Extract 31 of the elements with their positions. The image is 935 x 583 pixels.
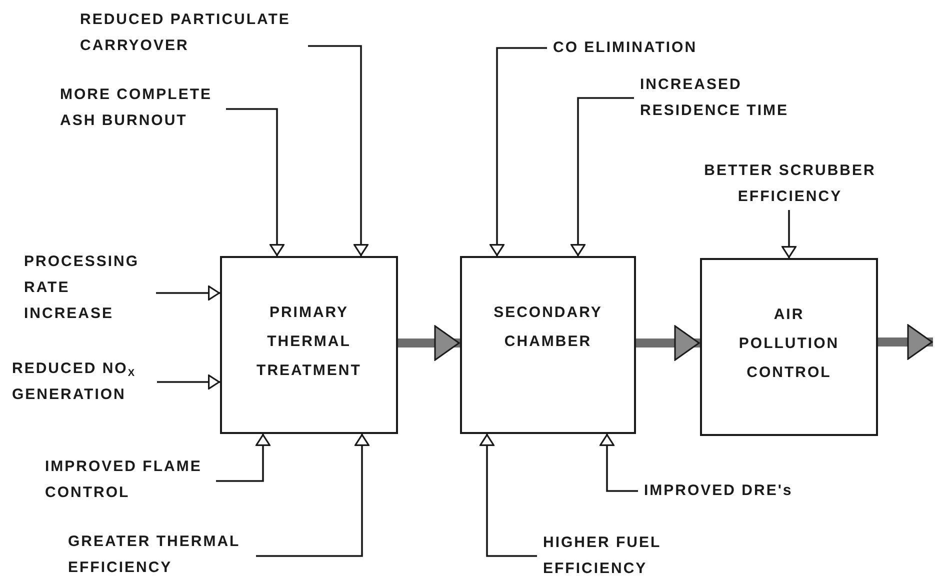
arrow: [480, 434, 537, 557]
arrow: [308, 45, 368, 256]
arrow: [490, 47, 547, 256]
annotation-text: BETTER SCRUBBER EFFICIENCY: [700, 158, 880, 210]
annotation-text: REDUCED NO$_{X}$ GENERATION: [12, 356, 147, 408]
process-label: SECONDARY CHAMBER: [492, 303, 604, 352]
annotation-text: INCREASED RESIDENCE TIME: [640, 72, 795, 124]
flow-arrow: [636, 325, 700, 361]
annotation-text: REDUCED PARTICULATE CARRYOVER: [80, 7, 302, 59]
annotation-text: CO ELIMINATION: [553, 35, 698, 61]
annotation-text: PROCESSING RATE INCREASE: [24, 249, 146, 327]
annotation-text: MORE COMPLETE ASH BURNOUT: [60, 82, 220, 134]
annotation-text: GREATER THERMAL EFFICIENCY: [68, 529, 250, 581]
annotation-text: HIGHER FUEL EFFICIENCY: [543, 530, 668, 582]
arrow: [600, 434, 638, 492]
process-label: AIR POLLUTION CONTROL: [738, 305, 840, 383]
arrow: [782, 210, 796, 258]
annotation-text: IMPROVED FLAME CONTROL: [45, 454, 210, 506]
process-box: [700, 258, 878, 436]
arrow: [156, 286, 220, 300]
process-box: [460, 256, 636, 434]
arrow: [216, 434, 270, 482]
arrow: [226, 108, 284, 256]
annotation-text: IMPROVED DRE's: [644, 478, 793, 504]
arrow: [157, 374, 220, 390]
arrow: [570, 97, 634, 256]
flow-arrow: [398, 325, 460, 361]
flow-arrow: [878, 324, 933, 360]
process-label: PRIMARY THERMAL TREATMENT: [256, 303, 362, 381]
arrow: [256, 434, 370, 557]
process-box: [220, 256, 398, 434]
